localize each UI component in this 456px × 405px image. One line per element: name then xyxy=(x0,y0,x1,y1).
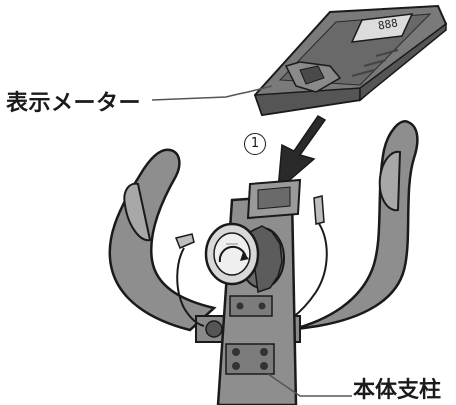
main-post-label: 本体支柱 xyxy=(353,378,442,403)
step-number-badge: 1 xyxy=(244,133,266,155)
meter-leader-line xyxy=(151,85,273,101)
tension-knob-icon xyxy=(204,222,285,293)
down-left-arrow-icon xyxy=(277,115,327,192)
display-meter-console xyxy=(253,4,448,117)
lcd-screen xyxy=(350,13,414,43)
display-meter-label: 表示メーター xyxy=(6,91,142,116)
left-cable-connector xyxy=(174,233,195,249)
post-leader-line xyxy=(267,373,352,397)
right-cable xyxy=(291,221,328,319)
left-grip-sensor xyxy=(123,182,152,242)
right-cable-connector xyxy=(313,195,325,225)
right-grip-sensor xyxy=(378,150,402,212)
post-clamp xyxy=(225,343,275,375)
main-post xyxy=(216,178,302,405)
left-cable xyxy=(176,247,205,327)
